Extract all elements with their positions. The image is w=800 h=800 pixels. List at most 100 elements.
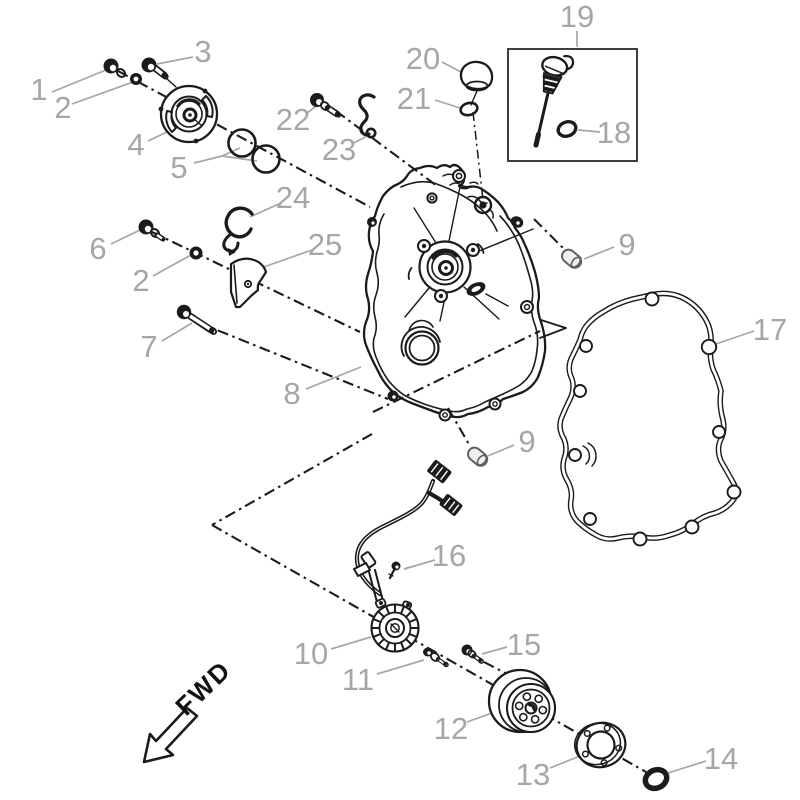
- leader-callout-6: [110, 228, 143, 245]
- axis-line: [117, 70, 371, 208]
- callout-5: 5: [170, 150, 187, 185]
- leader-callout-8: [305, 366, 362, 390]
- dowel-pin-9a: [561, 248, 583, 269]
- wire-harness: [353, 460, 463, 603]
- bolt-22: [310, 93, 342, 118]
- callout-20: 20: [406, 41, 440, 76]
- cap-20: [459, 60, 494, 92]
- callout-24: 24: [276, 180, 310, 215]
- callout-6: 6: [89, 231, 106, 266]
- leader-callout-13: [549, 755, 581, 769]
- axis-line: [447, 407, 471, 447]
- leader-callout-12: [466, 712, 493, 723]
- connector-a: [427, 460, 452, 484]
- gasket-pointer-arrowhead: [539, 319, 567, 339]
- flywheel-holes: [514, 692, 548, 724]
- axis-lines: [117, 70, 647, 773]
- callout-18: 18: [597, 115, 631, 150]
- leader-callout-21: [434, 99, 461, 109]
- stator-10: [370, 597, 420, 653]
- wire-clip-23: [358, 93, 377, 139]
- leader-callout-7: [161, 322, 193, 342]
- callout-19: 19: [560, 0, 594, 34]
- bolt-3: [141, 57, 177, 88]
- o-ring-21: [459, 101, 479, 117]
- oil-filler-cap-4: [158, 84, 219, 144]
- wire-clip-24: [222, 206, 254, 256]
- callout-12: 12: [434, 711, 468, 746]
- o-ring-5a: [227, 128, 257, 158]
- harness-grommet: [353, 551, 384, 603]
- inset-box-border: [507, 48, 638, 162]
- stator-teeth: [370, 603, 420, 653]
- axis-line: [533, 218, 567, 252]
- leader-callout-2: [71, 81, 134, 105]
- plate-13: [573, 721, 627, 769]
- callout-10: 10: [294, 636, 328, 671]
- callout-15: 15: [507, 627, 541, 662]
- callout-17: 17: [753, 312, 787, 347]
- flywheel-12: [487, 668, 557, 734]
- callout-7: 7: [140, 329, 157, 364]
- callout-8: 8: [283, 376, 300, 411]
- callout-23: 23: [322, 132, 356, 167]
- fwd-label: FWD: [169, 654, 237, 721]
- leader-callout-20: [441, 61, 464, 74]
- fwd-arrow: FWD: [142, 654, 237, 764]
- leader-callout-4: [147, 131, 168, 142]
- bolt-15: [461, 644, 484, 664]
- leader-callout-15: [481, 646, 508, 655]
- o-ring-5b: [251, 144, 281, 174]
- leader-callout-23: [351, 135, 368, 145]
- callout-25: 25: [308, 227, 342, 262]
- dowel-pin-9b: [467, 446, 489, 467]
- leader-callout-17: [712, 330, 755, 346]
- gasket-bolt-holes: [568, 291, 742, 547]
- axis-line: [483, 661, 508, 675]
- bolt-6: [138, 219, 166, 242]
- callout-21: 21: [397, 81, 431, 116]
- callout-13: 13: [516, 757, 550, 792]
- bolt-1: [103, 58, 127, 78]
- bolt-11: [423, 647, 449, 668]
- callout-11: 11: [342, 662, 374, 697]
- axis-line: [472, 111, 484, 201]
- leader-callout-10: [330, 636, 372, 650]
- callout-labels: 1 2 3 4 5 22 23 20 21 19 18 6 2 24 25 7 …: [30, 0, 787, 792]
- leader-callout-3: [156, 56, 194, 65]
- washer-2a: [130, 73, 142, 85]
- callout-3: 3: [194, 34, 211, 69]
- o-ring-18: [556, 120, 578, 138]
- leader-callout-25: [257, 249, 313, 270]
- leader-callout-22: [305, 105, 317, 115]
- leader-callout-14: [667, 760, 707, 774]
- axis-line: [211, 433, 373, 526]
- gasket-17: [557, 290, 742, 547]
- axis-line: [335, 110, 438, 187]
- callout-9b: 9: [518, 424, 535, 459]
- bolt-16: [388, 561, 401, 580]
- callout-22: 22: [276, 102, 310, 137]
- leader-callout-18: [577, 129, 601, 133]
- bolt-7: [176, 304, 218, 335]
- fwd-arrow-outline: [142, 706, 199, 764]
- leader-lines: [51, 31, 755, 774]
- dipstick: [533, 54, 575, 148]
- oil-seal-14: [642, 766, 670, 792]
- leader-callout-9a: [583, 246, 615, 260]
- callout-1: 1: [30, 72, 47, 107]
- leader-callout-11: [376, 659, 425, 675]
- connector-b: [439, 494, 463, 516]
- callout-9a: 9: [618, 227, 635, 262]
- inset-box-19: [507, 48, 638, 162]
- cap-20-guide-line: [470, 90, 478, 106]
- leader-callout-2b: [152, 254, 192, 277]
- leader-callout-16: [403, 559, 436, 570]
- callout-2: 2: [54, 90, 71, 125]
- callout-14: 14: [704, 741, 738, 776]
- callout-2b: 2: [132, 263, 149, 298]
- crankcase-cover-8: [362, 163, 547, 422]
- leader-callout-9b: [487, 444, 515, 457]
